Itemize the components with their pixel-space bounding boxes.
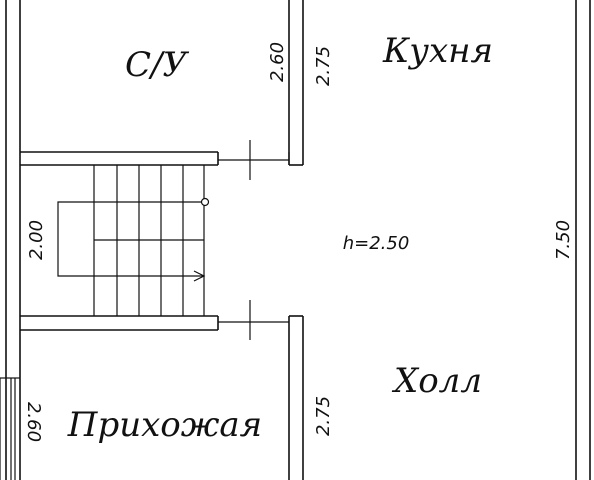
room-label-entry: Прихожая <box>67 405 262 445</box>
room-label-hall: Холл <box>391 361 482 401</box>
room-label-bathroom: С/У <box>125 45 189 85</box>
dim-entry-height: 2.60 <box>23 402 44 442</box>
staircase <box>57 165 210 316</box>
ceiling-height-label: h=2.50 <box>343 233 410 254</box>
stair-start-marker <box>200 197 210 207</box>
dim-stair-width: 2.00 <box>26 220 47 260</box>
dim-hall-height: 2.75 <box>313 396 334 436</box>
dim-total-height: 7.50 <box>553 220 574 260</box>
dim-kitchen-height: 2.75 <box>313 46 334 86</box>
stair-walk-line <box>57 201 204 277</box>
dim-bath-height: 2.60 <box>267 42 288 82</box>
room-label-kitchen: Кухня <box>382 31 493 71</box>
stair-arrow-head <box>193 270 206 282</box>
